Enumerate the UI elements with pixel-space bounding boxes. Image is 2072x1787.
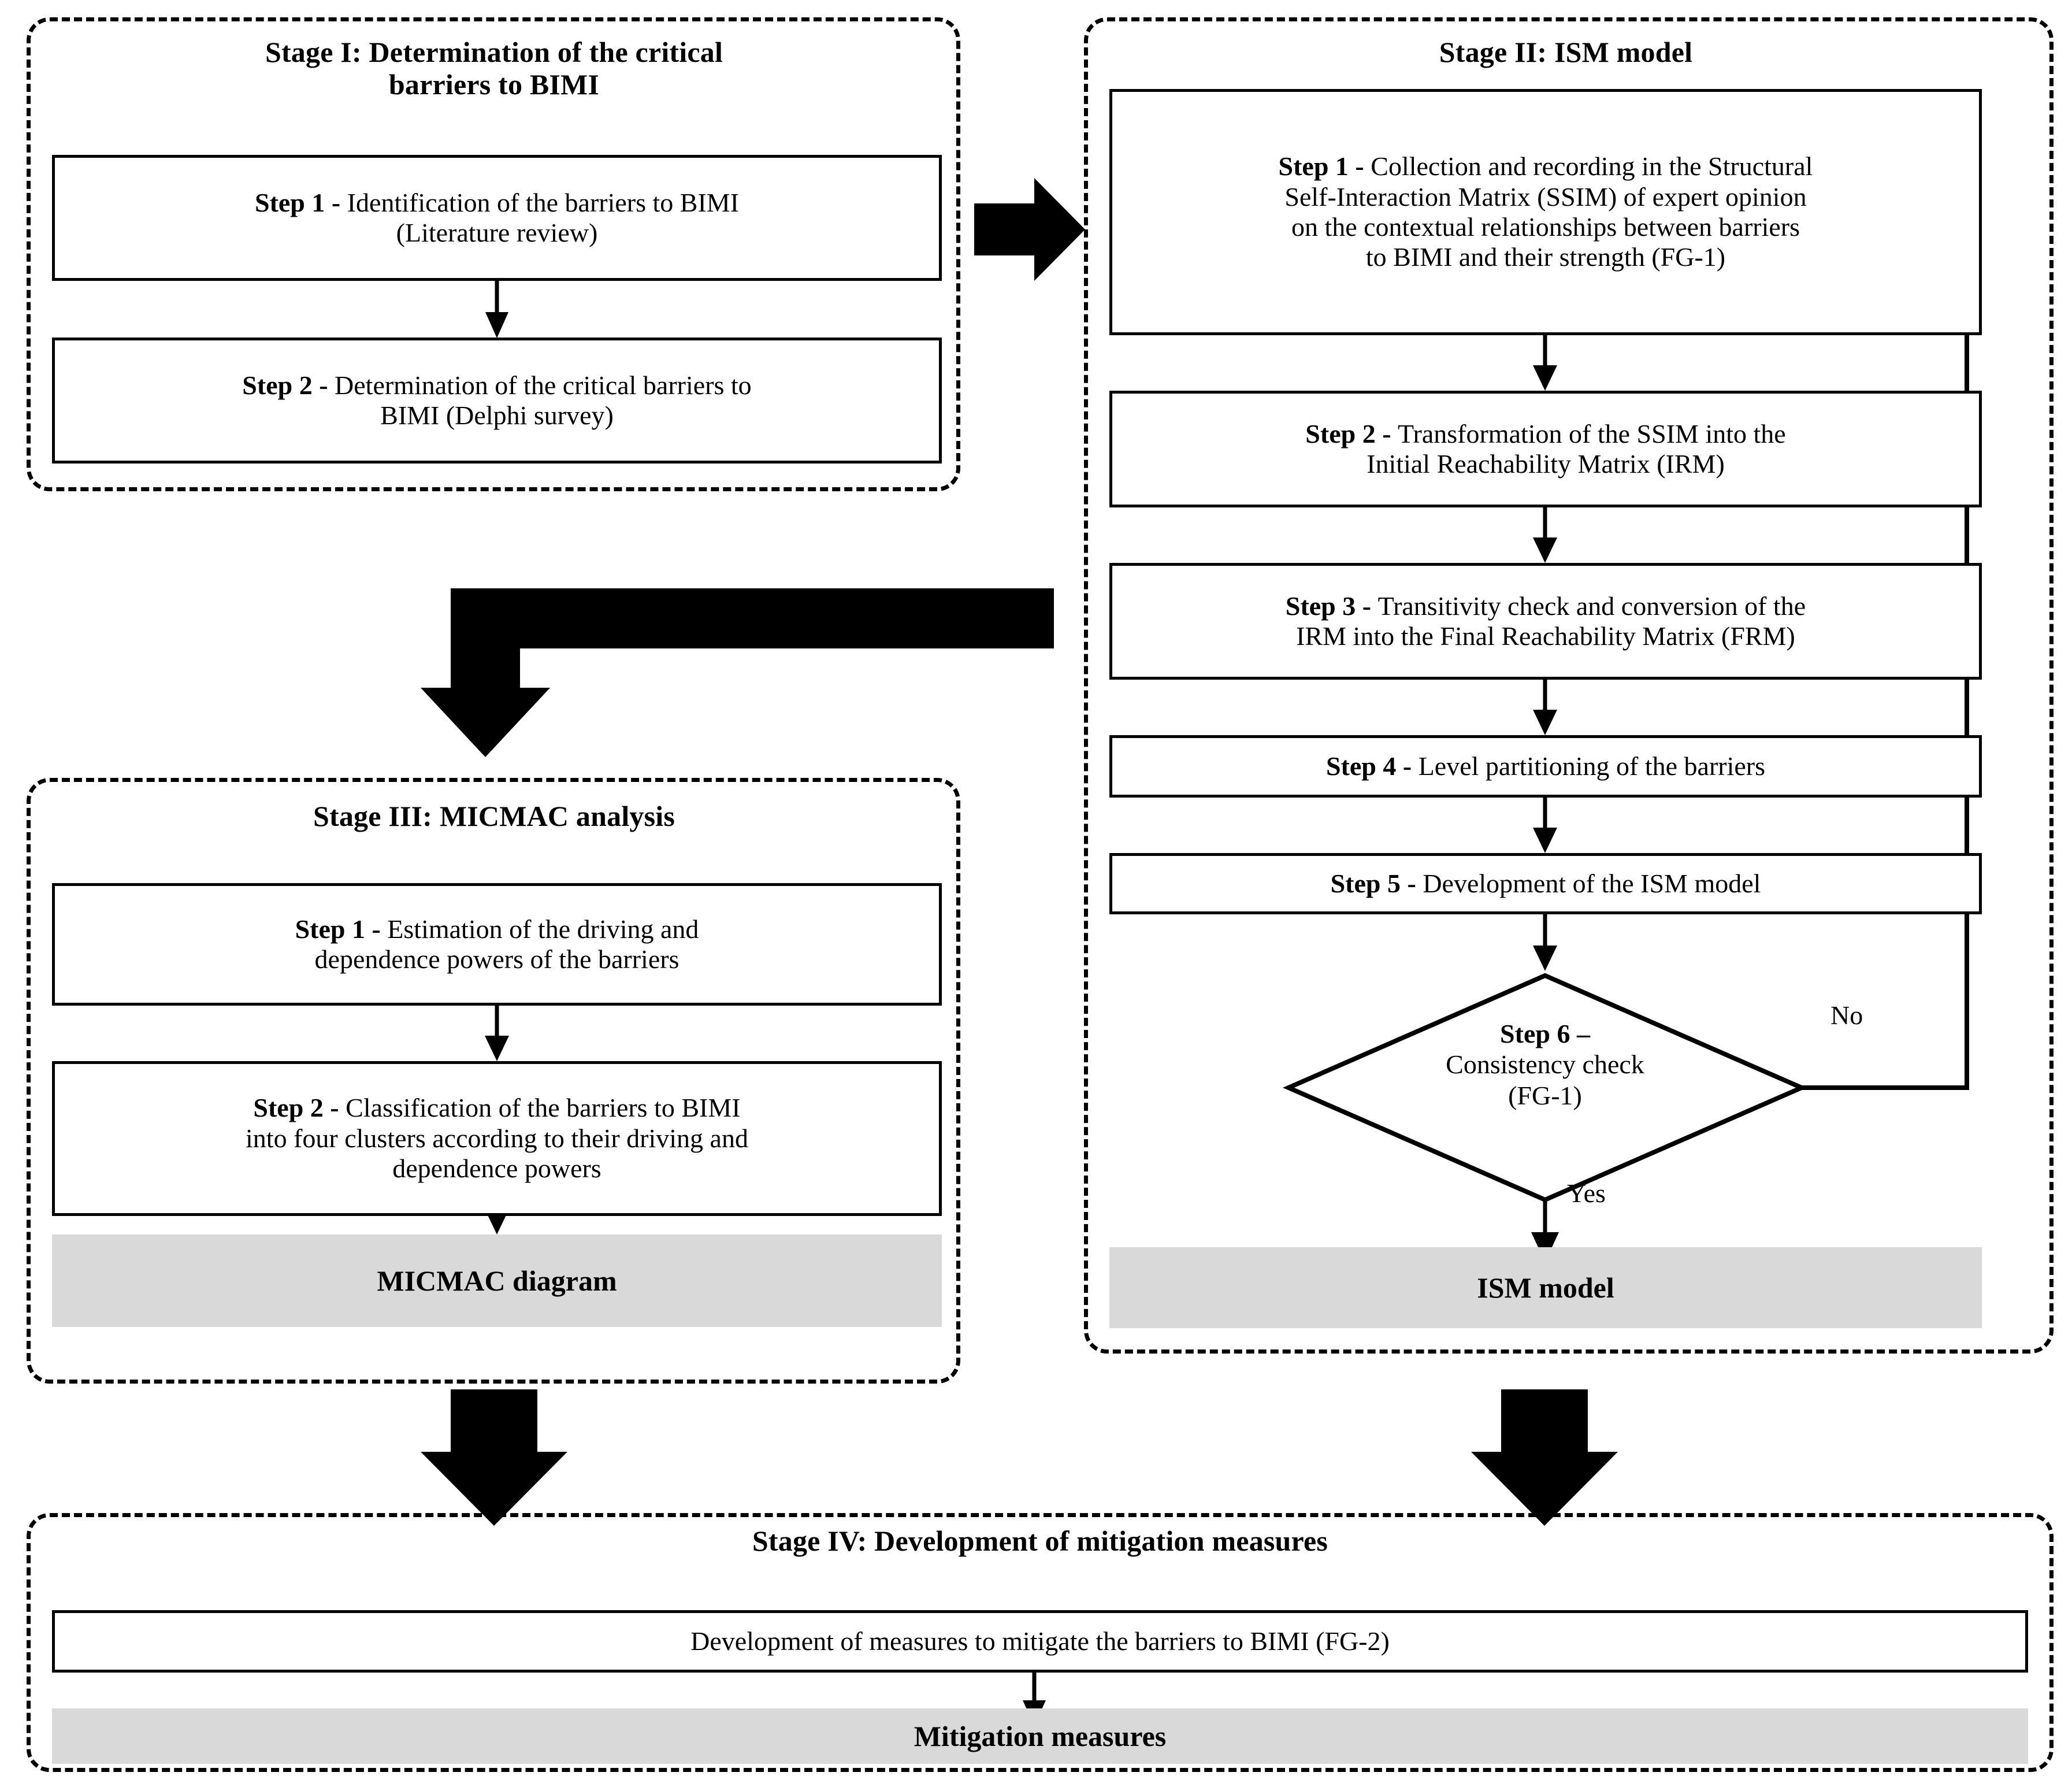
- stage-3-container: [27, 778, 960, 1384]
- stage-1-title-line1: Stage I: Determination of the critical: [265, 36, 723, 68]
- stage-4-output-text: Mitigation measures: [914, 1720, 1167, 1752]
- stage-4-output-box: Mitigation measures: [52, 1708, 2028, 1764]
- stage-2-step-1-label: Step 1 -: [1278, 151, 1371, 181]
- stage-4-step-box[interactable]: Development of measures to mitigate the …: [52, 1610, 2028, 1673]
- stage-2-step-1-line-3: on the contextual relationships between …: [1291, 212, 1800, 242]
- block-arrow-down-icon-left: [421, 1389, 567, 1526]
- branch-no-text: No: [1830, 1000, 1863, 1030]
- stage-3-step-2-label: Step 2 -: [253, 1093, 346, 1123]
- stage-2-step-5-label: Step 5 -: [1330, 868, 1423, 898]
- stage-1-title-line2: barriers to BIMI: [388, 68, 600, 101]
- decision-line-3: (FG-1): [1508, 1080, 1582, 1110]
- stage-1-step-2-text-line1: Determination of the critical barriers t…: [335, 370, 752, 400]
- stage-2-step-2-box[interactable]: Step 2 - Transformation of the SSIM into…: [1109, 391, 1982, 507]
- stage-1-step-2-text-line2: BIMI (Delphi survey): [380, 401, 614, 430]
- stage-3-step-2-box[interactable]: Step 2 - Classification of the barriers …: [52, 1061, 942, 1216]
- stage-2-step-3-line-2: IRM into the Final Reachability Matrix (…: [1296, 621, 1795, 651]
- stage-2-step-4-line-1: Level partitioning of the barriers: [1418, 751, 1766, 781]
- stage-2-step-4-box[interactable]: Step 4 - Level partitioning of the barri…: [1109, 735, 1982, 798]
- stage-2-output-box: ISM model: [1109, 1247, 1982, 1328]
- stage-2-step-2-line-1: Transformation of the SSIM into the: [1398, 418, 1786, 448]
- stage-3-output-box: MICMAC diagram: [52, 1234, 942, 1327]
- stage-4-title-text: Stage IV: Development of mitigation meas…: [752, 1525, 1328, 1557]
- stage-2-step-1-box[interactable]: Step 1 - Collection and recording in the…: [1109, 89, 1982, 335]
- stage-3-step-1-line-1: Estimation of the driving and: [387, 914, 699, 944]
- stage-2-step-2-label: Step 2 -: [1305, 418, 1398, 448]
- decision-line-2: Consistency check: [1446, 1050, 1644, 1080]
- stage-2-step-5-box[interactable]: Step 5 - Development of the ISM model: [1109, 853, 1982, 914]
- stage-1-step-1-text-line1: Identification of the barriers to BIMI: [347, 187, 739, 217]
- decision-branch-yes-label: Yes: [1567, 1178, 1671, 1208]
- decision-diamond-label: Step 6 – Consistency check (FG-1): [1360, 1018, 1730, 1111]
- stage-2-step-1-line-2: Self-Interaction Matrix (SSIM) of expert…: [1284, 181, 1807, 212]
- stage-3-step-1-label: Step 1 -: [295, 914, 388, 944]
- stage-2-output-text: ISM model: [1477, 1271, 1614, 1304]
- stage-2-title: Stage II: ISM model: [1115, 36, 2017, 68]
- stage-1-step-2-box[interactable]: Step 2 - Determination of the critical b…: [52, 338, 942, 464]
- stage-2-step-1-line-1: Collection and recording in the Structur…: [1371, 151, 1813, 181]
- decision-line-1: Step 6 –: [1500, 1019, 1590, 1048]
- stage-2-step-3-label: Step 3 -: [1285, 591, 1378, 621]
- branch-yes-text: Yes: [1567, 1178, 1606, 1208]
- stage-4-title: Stage IV: Development of mitigation meas…: [69, 1525, 2011, 1557]
- stage-3-step-1-box[interactable]: Step 1 - Estimation of the driving and d…: [52, 883, 942, 1006]
- stage-1-step-2-label: Step 2 -: [242, 370, 335, 400]
- stage-2-step-3-box[interactable]: Step 3 - Transitivity check and conversi…: [1109, 563, 1982, 680]
- stage-2-step-4-label: Step 4 -: [1325, 751, 1419, 781]
- block-arrow-right-icon: [974, 178, 1085, 281]
- stage-2-step-5-line-1: Development of the ISM model: [1423, 868, 1761, 898]
- stage-3-step-2-line-1: Classification of the barriers to BIMI: [346, 1093, 741, 1123]
- stage-2-step-1-line-4: to BIMI and their strength (FG-1): [1365, 242, 1726, 272]
- stage-4-container: [27, 1513, 2054, 1772]
- stage-2-step-2-line-2: Initial Reachability Matrix (IRM): [1367, 449, 1725, 479]
- stage-3-output-text: MICMAC diagram: [377, 1265, 617, 1297]
- stage-3-step-2-line-2: into four clusters according to their dr…: [246, 1123, 748, 1153]
- elbow-block-arrow-icon: [421, 588, 1054, 757]
- stage-4-step-line-1: Development of measures to mitigate the …: [690, 1626, 1390, 1656]
- stage-3-step-2-line-3: dependence powers: [392, 1154, 601, 1184]
- stage-1-step-1-box[interactable]: Step 1 - Identification of the barriers …: [52, 155, 942, 281]
- stage-3-title: Stage III: MICMAC analysis: [69, 800, 919, 832]
- stage-3-step-1-line-2: dependence powers of the barriers: [314, 944, 679, 974]
- stage-2-container: [1084, 17, 2054, 1354]
- stage-3-title-text: Stage III: MICMAC analysis: [313, 800, 675, 832]
- stage-1-container: [27, 17, 960, 491]
- stage-2-title-text: Stage II: ISM model: [1439, 36, 1693, 68]
- stage-1-step-1-text-line2: (Literature review): [396, 218, 598, 247]
- stage-1-step-1-label: Step 1 -: [254, 187, 347, 217]
- block-arrow-down-icon-right: [1471, 1389, 1618, 1526]
- stage-1-title: Stage I: Determination of the critical b…: [69, 36, 919, 101]
- decision-branch-no-label: No: [1830, 1000, 1934, 1030]
- stage-2-step-3-line-1: Transitivity check and conversion of the: [1377, 591, 1806, 621]
